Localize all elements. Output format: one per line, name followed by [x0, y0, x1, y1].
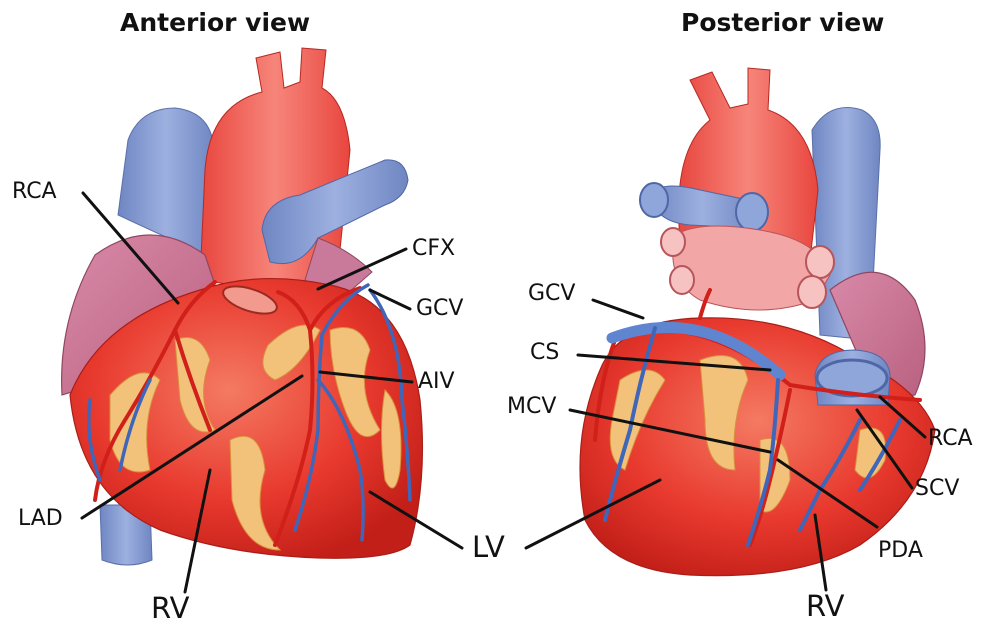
label-posterior-mcv: MCV — [507, 396, 556, 418]
label-posterior-gcv: GCV — [528, 283, 575, 305]
leader-line-posterior-gcv — [593, 300, 643, 318]
label-anterior-aiv: AIV — [418, 371, 455, 393]
label-anterior-gcv: GCV — [416, 298, 463, 320]
anterior-superior-vena-cava — [118, 108, 214, 255]
label-posterior-cs: CS — [530, 342, 559, 364]
anterior-heart — [62, 48, 423, 565]
label-posterior-rv: RV — [806, 592, 844, 621]
label-anterior-rca: RCA — [12, 181, 57, 203]
label-posterior-rca: RCA — [928, 428, 973, 450]
label-anterior-lad: LAD — [18, 508, 63, 530]
anterior-view-title: Anterior view — [120, 8, 310, 37]
posterior-heart — [580, 68, 935, 576]
label-posterior-pda: PDA — [878, 540, 923, 562]
label-lv: LV — [472, 533, 505, 562]
posterior-view-title: Posterior view — [681, 8, 884, 37]
label-anterior-rv: RV — [151, 594, 189, 623]
label-anterior-cfx: CFX — [412, 238, 455, 260]
label-posterior-scv: SCV — [915, 478, 959, 500]
